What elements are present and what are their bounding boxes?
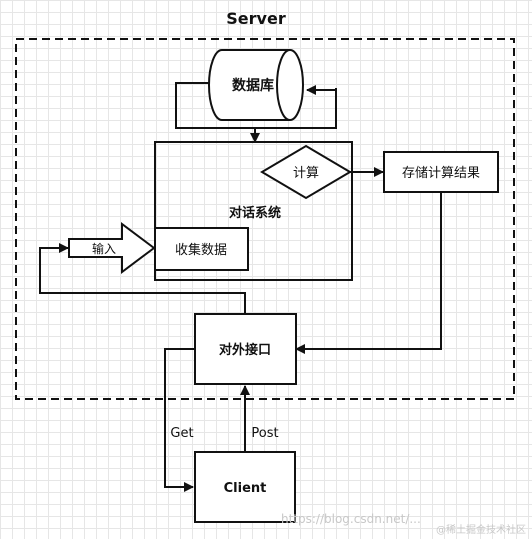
database-node: 数据库 bbox=[208, 49, 304, 121]
server-title: Server bbox=[226, 9, 286, 28]
post-label: Post bbox=[251, 426, 278, 441]
external-interface-node: 对外接口 bbox=[194, 313, 297, 385]
database-label: 数据库 bbox=[232, 77, 274, 94]
client-node: Client bbox=[194, 451, 296, 523]
store-to-interface-line bbox=[295, 192, 442, 354]
dialog-system-box bbox=[154, 141, 353, 281]
compute-label: 计算 bbox=[293, 166, 319, 181]
blog-watermark: https://blog.csdn.net/... bbox=[281, 512, 421, 526]
server-boundary bbox=[15, 38, 515, 400]
collect-data-node: 收集数据 bbox=[154, 227, 249, 271]
db-loop-left bbox=[175, 82, 337, 129]
interface-to-input-line bbox=[39, 243, 246, 314]
collect-data-label: 收集数据 bbox=[175, 242, 227, 258]
dialog-system-label: 对话系统 bbox=[229, 205, 281, 221]
input-label: 输入 bbox=[92, 241, 116, 256]
input-arrow-node: 输入 bbox=[68, 222, 156, 274]
get-label: Get bbox=[170, 426, 193, 441]
get-edge bbox=[164, 348, 194, 492]
external-interface-label: 对外接口 bbox=[219, 342, 271, 358]
store-result-label: 存储计算结果 bbox=[402, 166, 480, 181]
store-result-node: 存储计算结果 bbox=[383, 151, 499, 193]
compute-node: 计算 bbox=[260, 144, 352, 200]
client-label: Client bbox=[224, 481, 267, 496]
community-watermark: @稀土掘金技术社区 bbox=[436, 523, 526, 536]
